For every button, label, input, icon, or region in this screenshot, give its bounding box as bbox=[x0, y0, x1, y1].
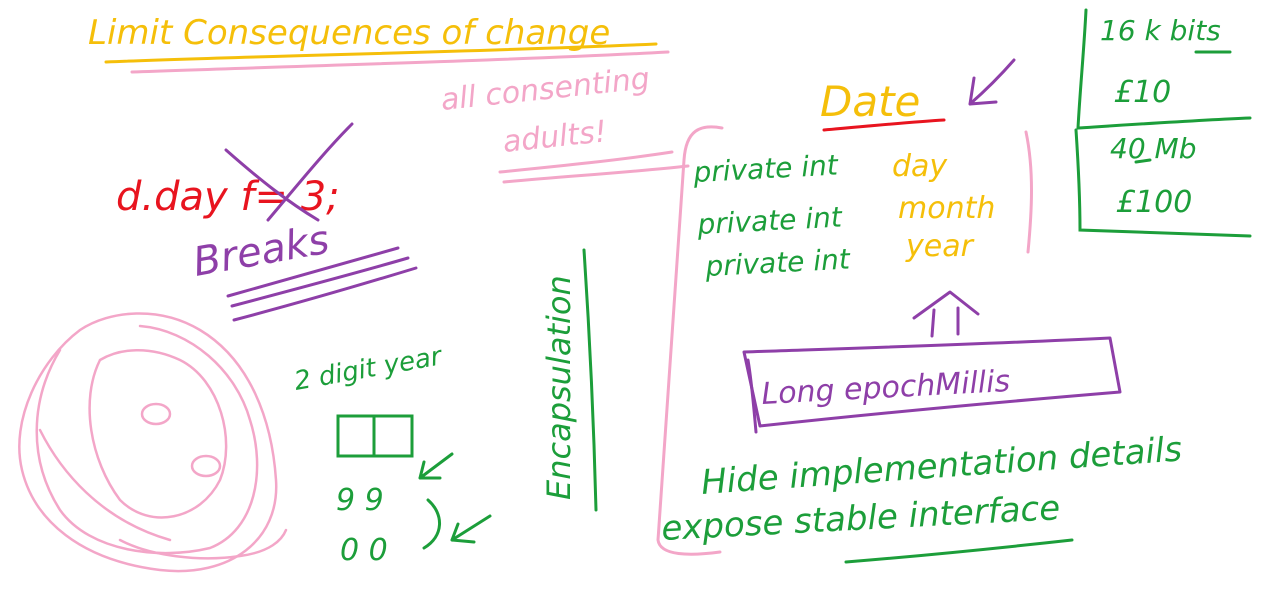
encapsulation-underline bbox=[582, 248, 598, 512]
epoch-box-edge bbox=[746, 358, 758, 434]
field-2-modifier: private int bbox=[696, 200, 844, 241]
wrap-curve bbox=[422, 498, 441, 550]
pink-scribble bbox=[18, 312, 288, 573]
arrow-to-00 bbox=[450, 514, 492, 544]
breaks-underline-2 bbox=[230, 256, 410, 308]
date-class-name: Date bbox=[820, 77, 920, 126]
field-3-modifier: private int bbox=[704, 242, 852, 283]
expose-underline bbox=[844, 538, 1074, 564]
digits-99: 9 9 bbox=[336, 483, 384, 518]
subtitle-line-1: all consenting bbox=[439, 61, 651, 118]
encapsulation-label: Encapsulation bbox=[540, 275, 578, 500]
storage-price-1: £10 bbox=[1114, 75, 1171, 110]
field-1-name: day bbox=[892, 149, 948, 184]
field-2-name: month bbox=[898, 191, 995, 226]
two-digit-label: 2 digit year bbox=[292, 341, 446, 397]
storage-size-2: 40 Mb bbox=[1110, 132, 1196, 165]
breaks-label: Breaks bbox=[190, 217, 333, 286]
class-bracket-left bbox=[656, 125, 724, 556]
field-3-name: year bbox=[905, 229, 975, 264]
breaks-underline-3 bbox=[232, 266, 418, 322]
storage-price-2: £100 bbox=[1116, 185, 1192, 220]
digit-boxes bbox=[336, 414, 414, 458]
date-underline bbox=[822, 118, 946, 132]
arrow-to-99 bbox=[418, 452, 454, 480]
title-underline bbox=[104, 42, 658, 64]
subtitle-underline bbox=[498, 150, 674, 174]
arrow-to-date bbox=[968, 58, 1016, 106]
field-1-modifier: private int bbox=[692, 148, 840, 189]
title: Limit Consequences of change bbox=[88, 13, 610, 53]
epoch-box bbox=[742, 336, 1122, 428]
cross-out-stroke-2 bbox=[266, 122, 354, 222]
digits-00: 0 0 bbox=[340, 533, 388, 568]
crossed-code: d.day f= 3; bbox=[116, 174, 340, 220]
cross-out-stroke-1 bbox=[224, 148, 320, 222]
subtitle-underline-2 bbox=[502, 164, 690, 184]
subtitle-line-2: adults! bbox=[501, 114, 608, 160]
storage-size-1: 16 k bits bbox=[1100, 14, 1221, 47]
title-underline-pink bbox=[130, 50, 670, 74]
class-bracket-right bbox=[1024, 130, 1033, 254]
up-arrow-from-epoch bbox=[912, 290, 980, 338]
breaks-underline-1 bbox=[226, 246, 400, 298]
hide-label: Hide implementation details bbox=[700, 429, 1183, 503]
storage-box bbox=[1074, 8, 1252, 238]
